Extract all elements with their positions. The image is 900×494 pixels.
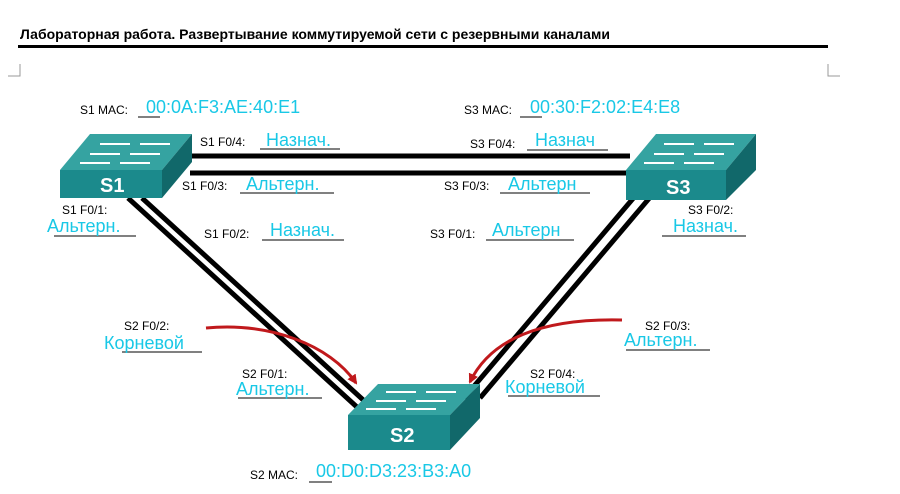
port-s1-f04: S1 F0/4: Назнач. — [200, 130, 340, 150]
port-s3-f04-label: S3 F0/4: — [470, 137, 515, 151]
mac-s2: S2 MAC: 00:D0:D3:23:B3:A0 — [250, 461, 471, 483]
port-s3-f04: S3 F0/4: Назнач — [470, 130, 608, 151]
switch-s2[interactable]: S2 — [348, 384, 480, 450]
port-s1-f03: S1 F0/3: Альтерн. — [182, 174, 334, 194]
port-s3-f03-label: S3 F0/3: — [444, 179, 489, 193]
port-s3-f01-label: S3 F0/1: — [430, 227, 475, 241]
link-s3-s2 — [462, 193, 654, 400]
mac-s1-value: 00:0A:F3:AE:40:E1 — [146, 97, 300, 117]
mac-s1: S1 MAC: 00:0A:F3:AE:40:E1 — [80, 97, 300, 118]
port-s3-f03-role: Альтерн — [508, 174, 576, 194]
switch-s1-label: S1 — [100, 175, 124, 197]
page-title: Лабораторная работа. Развертывание комму… — [20, 26, 610, 42]
switch-s3[interactable]: S3 — [626, 134, 756, 200]
port-s2-f04-label: S2 F0/4: — [530, 367, 575, 381]
port-s3-f02-label: S3 F0/2: — [688, 203, 733, 217]
port-s2-f02-role: Корневой — [104, 333, 184, 353]
port-s2-f02-label: S2 F0/2: — [124, 319, 169, 333]
root-port-arrow-f02 — [205, 325, 358, 385]
port-s1-f01-role: Альтерн. — [47, 216, 121, 236]
port-s3-f02-role: Назнач. — [673, 216, 738, 236]
link-s1-s3 — [190, 153, 630, 176]
mac-s2-label: S2 MAC: — [250, 468, 298, 482]
port-s2-f04-role: Корневой — [505, 377, 585, 397]
switch-s1[interactable]: S1 — [60, 134, 192, 198]
header-rule — [18, 45, 828, 48]
mac-s2-value: 00:D0:D3:23:B3:A0 — [316, 461, 471, 481]
port-s1-f03-role: Альтерн. — [246, 174, 320, 194]
port-s1-f02-role: Назнач. — [270, 220, 335, 240]
mac-s3-value: 00:30:F2:02:E4:E8 — [530, 97, 680, 117]
port-s1-f02-label: S1 F0/2: — [204, 227, 249, 241]
link-s1-s2 — [126, 196, 374, 410]
port-s1-f04-role: Назнач. — [266, 130, 331, 150]
page-corner-marks — [8, 64, 840, 77]
port-s2-f01-role: Альтерн. — [236, 379, 310, 399]
port-s3-f04-role: Назнач — [535, 130, 595, 150]
port-s3-f01: S3 F0/1: Альтерн — [430, 220, 574, 241]
port-s1-f03-label: S1 F0/3: — [182, 179, 227, 193]
port-s3-f03: S3 F0/3: Альтерн — [444, 174, 590, 194]
switch-s1-arrows-icon — [80, 143, 170, 164]
port-s2-f03-role: Альтерн. — [624, 330, 698, 350]
switch-s2-arrows-icon — [366, 391, 456, 410]
port-s2-f01-label: S2 F0/1: — [242, 367, 287, 381]
mac-s1-label: S1 MAC: — [80, 103, 128, 117]
root-port-arrow-f04 — [468, 318, 623, 384]
port-s2-f01: S2 F0/1: Альтерн. — [236, 367, 322, 399]
port-s1-f01-label: S1 F0/1: — [62, 203, 107, 217]
port-s2-f04: S2 F0/4: Корневой — [505, 367, 600, 397]
port-s2-f03: S2 F0/3: Альтерн. — [624, 319, 710, 351]
port-s1-f02: S1 F0/2: Назнач. — [204, 220, 344, 241]
port-s3-f02: S3 F0/2: Назнач. — [662, 203, 746, 237]
mac-s3: S3 MAC: 00:30:F2:02:E4:E8 — [464, 97, 680, 118]
port-s2-f02: S2 F0/2: Корневой — [104, 319, 202, 353]
switch-s3-arrows-icon — [644, 143, 734, 164]
mac-s3-label: S3 MAC: — [464, 103, 512, 117]
switch-s3-label: S3 — [666, 177, 690, 199]
switch-s2-label: S2 — [390, 425, 414, 447]
port-s1-f01: S1 F0/1: Альтерн. — [47, 203, 136, 237]
port-s2-f03-label: S2 F0/3: — [645, 319, 690, 333]
port-s3-f01-role: Альтерн — [492, 220, 560, 240]
port-s1-f04-label: S1 F0/4: — [200, 135, 245, 149]
